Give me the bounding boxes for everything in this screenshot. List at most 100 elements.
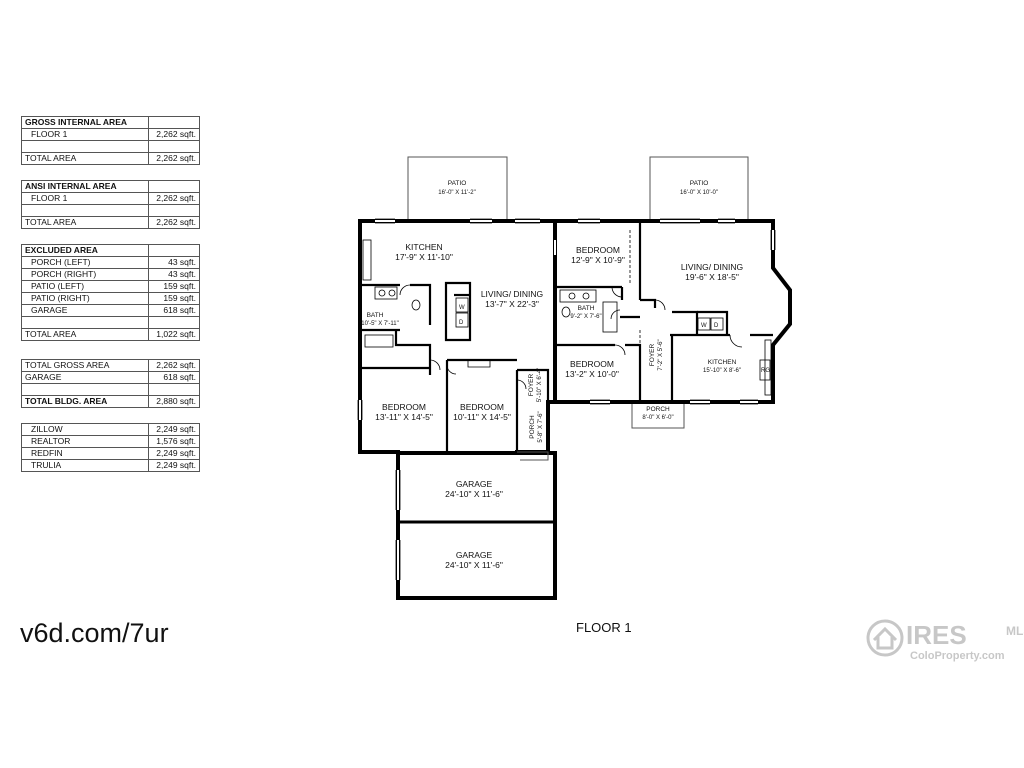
room-bedroom-1: BEDROOM 13'-11" X 14'-5" — [375, 402, 433, 422]
room-dimensions: 5'-10" X 6'-4" — [537, 368, 543, 403]
table-row-value: 618 sqft. — [148, 371, 200, 384]
room-dimensions: 10'-5" X 7'-11" — [361, 321, 398, 327]
room-dimensions: 24'-10" X 11'-6" — [445, 560, 503, 570]
sink-icon — [378, 289, 386, 297]
room-name: BEDROOM — [576, 245, 620, 255]
washer-mark: W — [701, 323, 707, 329]
room-porch-left: PORCH 5'-8" X 7'-6" — [529, 411, 544, 442]
room-foyer-left: FOYER 5'-10" X 6'-4" — [528, 368, 543, 403]
patio-left: PATIO 16'-0" X 11'-2" — [407, 156, 508, 219]
interior-walls — [360, 221, 773, 453]
washer-box — [455, 297, 469, 313]
room-name: PATIO — [690, 180, 709, 187]
room-dimensions: 7'-2" X 5'-6" — [658, 339, 664, 370]
kitchen-counter — [362, 239, 372, 281]
table-row-value: 2,262 sqft. — [148, 192, 200, 205]
room-name: PORCH — [529, 415, 536, 439]
sink-icon — [582, 292, 590, 300]
table-total-value: 2,262 sqft. — [148, 215, 200, 229]
door-swings — [399, 284, 743, 390]
room-dimensions: 16'-0" X 11'-2" — [438, 190, 475, 196]
watermark-brand: IRES — [906, 620, 967, 650]
porch-right: PORCH 8'-0" X 6'-0" — [631, 402, 685, 429]
sink-icon — [568, 292, 576, 300]
room-name: BEDROOM — [460, 402, 504, 412]
room-name: LIVING/ DINING — [481, 289, 543, 299]
dryer-mark: D — [459, 320, 464, 326]
room-name: BEDROOM — [382, 402, 426, 412]
table-row-value: 618 sqft. — [148, 304, 200, 317]
listing-url[interactable]: v6d.com/7ur — [20, 618, 169, 648]
room-dimensions: 10'-11" X 14'-5" — [453, 412, 511, 422]
bath-vanity — [374, 286, 398, 300]
porch-left — [517, 451, 549, 461]
table-total-label: TOTAL AREA — [21, 215, 149, 229]
room-dimensions: 13'-7" X 22'-3" — [485, 299, 539, 309]
fridge-mark: RG — [761, 368, 770, 374]
table-total-value: 2,880 sqft. — [148, 394, 200, 408]
room-dimensions: 15'-10" X 8'-6" — [703, 368, 741, 374]
room-bedroom-3: BEDROOM 12'-9" X 10'-9" — [571, 245, 625, 265]
bathtub-icon — [602, 301, 618, 333]
floor-label: FLOOR 1 — [576, 620, 632, 635]
table-row-value: 2,262 sqft. — [148, 128, 200, 141]
room-name: KITCHEN — [708, 359, 737, 366]
window-frames — [357, 218, 776, 580]
room-name: BEDROOM — [570, 359, 614, 369]
room-dimensions: 9'-2" X 7'-6" — [570, 314, 601, 320]
room-bath-left: BATH 10'-5" X 7'-11" — [361, 312, 398, 327]
room-name: BATH — [367, 312, 384, 319]
room-bedroom-4: BEDROOM 13'-2" X 10'-0" — [565, 359, 619, 379]
room-kitchen-right: KITCHEN 15'-10" X 8'-6" — [703, 359, 741, 374]
bathtub-icon — [364, 334, 394, 348]
room-dimensions: 24'-10" X 11'-6" — [445, 489, 503, 499]
room-dimensions: 16'-0" X 10'-0" — [680, 190, 718, 196]
dryer-box — [455, 312, 469, 328]
table-total-value: 2,262 sqft. — [148, 151, 200, 165]
kitchen-counter — [764, 339, 772, 396]
room-dimensions: 5'-8" X 7'-6" — [538, 411, 544, 442]
table-total-label: TOTAL AREA — [21, 327, 149, 341]
room-dimensions: 19'-6" X 18'-5" — [685, 272, 739, 282]
toilet-icon — [561, 306, 571, 318]
ires-house-logo-icon — [866, 619, 904, 657]
table-row-value: 2,249 sqft. — [148, 459, 200, 472]
room-living-right: LIVING/ DINING 19'-6" X 18'-5" — [681, 262, 743, 282]
room-garage-1: GARAGE 24'-10" X 11'-6" — [445, 479, 503, 499]
room-name: PORCH — [646, 406, 670, 413]
room-dimensions: 13'-2" X 10'-0" — [565, 369, 619, 379]
watermark-site: ColoProperty.com — [910, 650, 1005, 662]
windows — [359, 220, 774, 580]
room-garage-2: GARAGE 24'-10" X 11'-6" — [445, 550, 503, 570]
washer-mark: W — [459, 305, 465, 311]
washer-box — [697, 317, 711, 331]
room-dimensions: 12'-9" X 10'-9" — [571, 255, 625, 265]
bath-vanity — [559, 289, 597, 303]
ires-watermark: IRES MLS ColoProperty.com — [866, 618, 1024, 664]
room-foyer-right: FOYER 7'-2" X 5'-6" — [649, 339, 664, 370]
room-dimensions: 8'-0" X 6'-0" — [642, 415, 673, 421]
room-bath-right: BATH 9'-2" X 7'-6" — [570, 305, 601, 320]
dryer-box — [710, 317, 724, 331]
room-name: FOYER — [528, 374, 535, 397]
room-kitchen-left: KITCHEN 17'-9" X 11'-10" — [395, 242, 453, 262]
room-name: PATIO — [448, 180, 467, 187]
toilet-icon — [411, 299, 421, 311]
watermark-mls: MLS — [1006, 624, 1024, 638]
table-row-value: 2,262 sqft. — [148, 359, 200, 372]
patio-right: PATIO 16'-0" X 10'-0" — [649, 156, 749, 219]
sink-icon — [388, 289, 396, 297]
room-name: FOYER — [649, 344, 656, 367]
room-name: GARAGE — [456, 479, 493, 489]
room-name: BATH — [578, 305, 595, 312]
room-name: GARAGE — [456, 550, 493, 560]
dryer-mark: D — [714, 323, 719, 329]
closet-shelf — [467, 360, 491, 368]
room-dimensions: 13'-11" X 14'-5" — [375, 412, 433, 422]
fixtures — [362, 230, 772, 400]
